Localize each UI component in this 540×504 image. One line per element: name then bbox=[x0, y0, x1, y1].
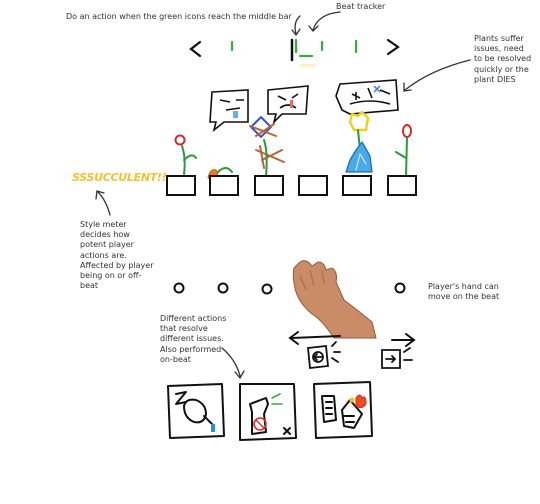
plant-slot bbox=[387, 175, 417, 196]
style-meter: SSSUCCULENT!! bbox=[72, 171, 167, 184]
move-buttons bbox=[307, 341, 413, 369]
plant-flower-red bbox=[174, 134, 197, 175]
hand-positions bbox=[173, 282, 406, 295]
fire-action-card bbox=[313, 381, 373, 439]
plant-slot bbox=[166, 175, 196, 196]
plant-slot bbox=[298, 175, 328, 196]
hand-note: Player's hand can move on the beat bbox=[428, 282, 500, 302]
plant-slot bbox=[342, 175, 372, 196]
plant-slots bbox=[166, 175, 417, 196]
move-right-button bbox=[381, 347, 413, 369]
hand-move-arrows bbox=[288, 331, 416, 347]
beat-bar bbox=[189, 38, 400, 62]
plant-bud-red bbox=[395, 124, 412, 177]
top-instruction: Do an action when the green icons reach … bbox=[66, 12, 292, 21]
plant-slot bbox=[209, 175, 239, 196]
action-cards bbox=[167, 381, 373, 441]
plant-withered bbox=[249, 116, 285, 177]
plants-note: Plants suffer issues, need to be resolve… bbox=[474, 34, 532, 84]
spray-action-card bbox=[239, 383, 297, 441]
arrow-to-bar bbox=[294, 15, 301, 35]
hand-position bbox=[394, 282, 406, 294]
beat-right-arrow bbox=[386, 38, 400, 56]
hand-position bbox=[173, 282, 185, 294]
dizzy-face-bubble bbox=[335, 79, 399, 115]
beat-tracker-label: Beat tracker bbox=[336, 2, 386, 11]
plant-frozen bbox=[345, 110, 373, 173]
water-action-card bbox=[167, 383, 225, 439]
actions-note: Different actions that resolve different… bbox=[160, 314, 227, 364]
sad-face-bubble bbox=[209, 89, 249, 133]
plant-slot bbox=[254, 175, 284, 196]
arrow-style-meter bbox=[97, 191, 111, 216]
arrow-plants-note bbox=[404, 59, 471, 91]
player-hand bbox=[292, 260, 377, 339]
hand-position bbox=[217, 282, 229, 294]
beat-left-arrow bbox=[189, 40, 202, 58]
crying-face-bubble bbox=[267, 85, 309, 125]
arrow-actions-note bbox=[221, 347, 241, 377]
beat-tracker-sublabel: !!!!!!!! bbox=[300, 64, 317, 70]
move-left-button bbox=[307, 341, 341, 369]
style-meter-note: Style meter decides how potent player ac… bbox=[80, 220, 154, 291]
arrow-beat-tracker bbox=[312, 11, 341, 31]
hand-position bbox=[261, 283, 273, 295]
issue-bubbles bbox=[209, 79, 399, 133]
